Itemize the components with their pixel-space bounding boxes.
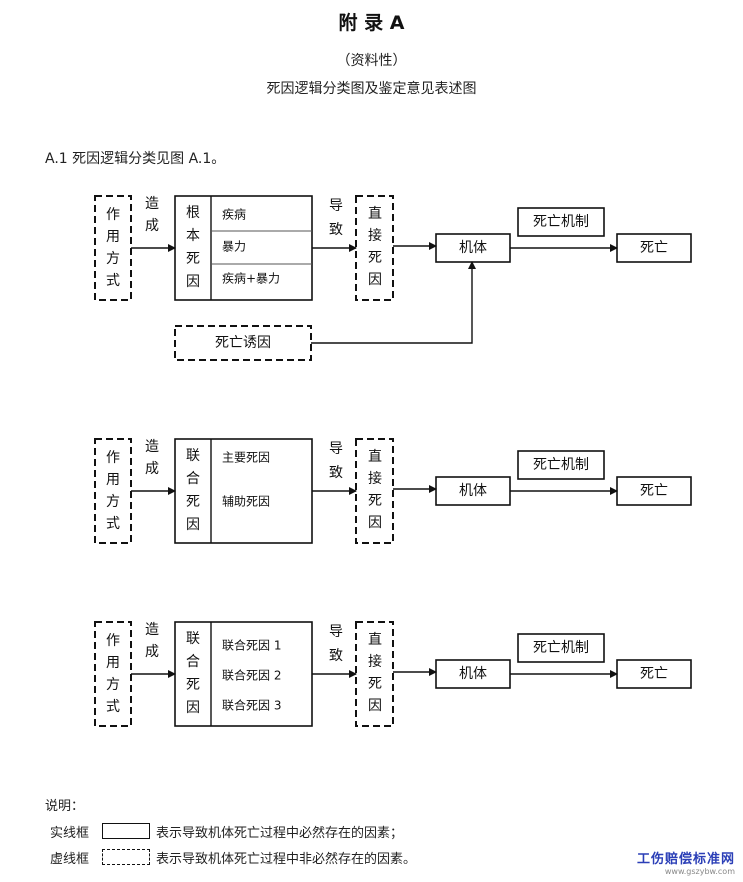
cause-group-label-char: 联 [186, 448, 200, 464]
cause-group-label-char: 本 [186, 228, 200, 244]
death-box [616, 476, 692, 506]
cause-item: 疾病 [222, 207, 246, 222]
lead-verb-char: 导 [329, 624, 343, 640]
direct-cause-label-char: 直 [368, 631, 382, 648]
death-label: 死亡 [640, 240, 668, 256]
appendix-subtitle: 死因逻辑分类图及鉴定意见表述图 [266, 81, 477, 97]
note-solid-label: 实线框 [50, 826, 90, 841]
cause-group-label-char: 合 [186, 471, 200, 487]
direct-cause-label-char: 接 [368, 653, 382, 670]
body-label: 机体 [459, 483, 487, 499]
direct-cause-label-char: 因 [368, 272, 382, 288]
cause-verb-char: 造 [145, 439, 159, 455]
solid-frame-legend [102, 823, 150, 839]
direct-cause-box [355, 195, 394, 301]
cause-group-label-char: 因 [186, 517, 200, 533]
direct-cause-label-char: 死 [368, 493, 382, 509]
mode-label-char: 用 [106, 229, 120, 245]
direct-cause-box [355, 621, 394, 727]
direct-cause-label-char: 死 [368, 676, 382, 692]
cause-item: 联合死因 1 [222, 638, 281, 653]
cause-verb-char: 造 [145, 622, 159, 638]
dashed-frame-legend [102, 849, 150, 865]
note-dashed-label: 虚线框 [50, 852, 90, 867]
cause-item: 疾病+暴力 [222, 271, 280, 286]
mode-label-char: 作 [106, 633, 120, 649]
watermark-url: www.gszybw.com [664, 867, 735, 876]
mode-label-char: 方 [106, 494, 120, 510]
mechanism-box [517, 633, 605, 663]
mode-label-char: 用 [106, 655, 120, 671]
mode-label-char: 式 [106, 273, 120, 289]
direct-cause-label-char: 死 [368, 250, 382, 266]
cause-item: 联合死因 3 [222, 698, 281, 713]
death-label: 死亡 [640, 483, 668, 499]
direct-cause-label-char: 接 [368, 227, 382, 244]
mechanism-label: 死亡机制 [533, 457, 589, 473]
mode-label-char: 用 [106, 472, 120, 488]
cause-group-label-char: 合 [186, 654, 200, 670]
mechanism-box [517, 450, 605, 480]
cause-group-label-char: 因 [186, 274, 200, 290]
cause-group-label-char: 死 [186, 251, 200, 267]
arrow-trigger-to-body [311, 261, 476, 344]
site-watermark: 工伤赔偿标准网 www.gszybw.com [637, 848, 735, 876]
cause-verb-char: 造 [145, 196, 159, 212]
cause-item: 联合死因 2 [222, 668, 281, 683]
mode-label-char: 方 [106, 251, 120, 267]
cause-verb-char: 成 [145, 461, 159, 477]
lead-verb-char: 致 [329, 222, 343, 238]
mechanism-label: 死亡机制 [533, 640, 589, 656]
cause-item: 主要死因 [222, 451, 270, 465]
mode-label-char: 作 [106, 207, 120, 223]
note-solid-row: 实线框 表示导致机体死亡过程中必然存在的因素； [50, 822, 403, 841]
lead-verb-char: 致 [329, 648, 343, 664]
note-dashed-desc: 表示导致机体死亡过程中非必然存在的因素。 [156, 852, 417, 867]
cause-item: 辅助死因 [222, 495, 270, 509]
direct-cause-label-char: 因 [368, 515, 382, 531]
death-box [616, 233, 692, 263]
watermark-title: 工伤赔偿标准网 [636, 852, 735, 867]
cause-group-label-char: 因 [186, 700, 200, 716]
cause-group-label-char: 死 [186, 677, 200, 693]
body-label: 机体 [459, 240, 487, 256]
mode-label-char: 作 [106, 450, 120, 466]
section-a1-text: A.1 死因逻辑分类见图 A.1。 [45, 151, 226, 167]
cause-verb-char: 成 [145, 218, 159, 234]
lead-verb-char: 致 [329, 465, 343, 481]
direct-cause-label-char: 直 [368, 448, 382, 465]
mode-label-char: 方 [106, 677, 120, 693]
trigger-box [174, 325, 312, 361]
lead-verb-char: 导 [329, 441, 343, 457]
cause-item: 暴力 [222, 240, 246, 254]
cause-group-label-char: 根 [186, 205, 200, 221]
notes-heading: 说明： [45, 799, 85, 814]
lead-verb-char: 导 [329, 198, 343, 214]
cause-verb-char: 成 [145, 644, 159, 660]
mechanism-label: 死亡机制 [533, 214, 589, 230]
direct-cause-label-char: 接 [368, 470, 382, 487]
note-solid-desc: 表示导致机体死亡过程中必然存在的因素； [156, 826, 404, 841]
direct-cause-label-char: 因 [368, 698, 382, 714]
appendix-title: 附 录 A [338, 12, 405, 34]
direct-cause-label-char: 直 [368, 205, 382, 222]
appendix-nature: （资料性） [336, 53, 407, 69]
body-label: 机体 [459, 666, 487, 682]
direct-cause-box [355, 438, 394, 544]
mode-label-char: 式 [106, 516, 120, 532]
death-box [616, 659, 692, 689]
mechanism-box [517, 207, 605, 237]
cause-group-label-char: 死 [186, 494, 200, 510]
death-label: 死亡 [640, 666, 668, 682]
mode-label-char: 式 [106, 699, 120, 715]
note-dashed-row: 虚线框 表示导致机体死亡过程中非必然存在的因素。 [50, 848, 416, 867]
cause-group-label-char: 联 [186, 631, 200, 647]
trigger-label: 死亡诱因 [215, 335, 271, 351]
